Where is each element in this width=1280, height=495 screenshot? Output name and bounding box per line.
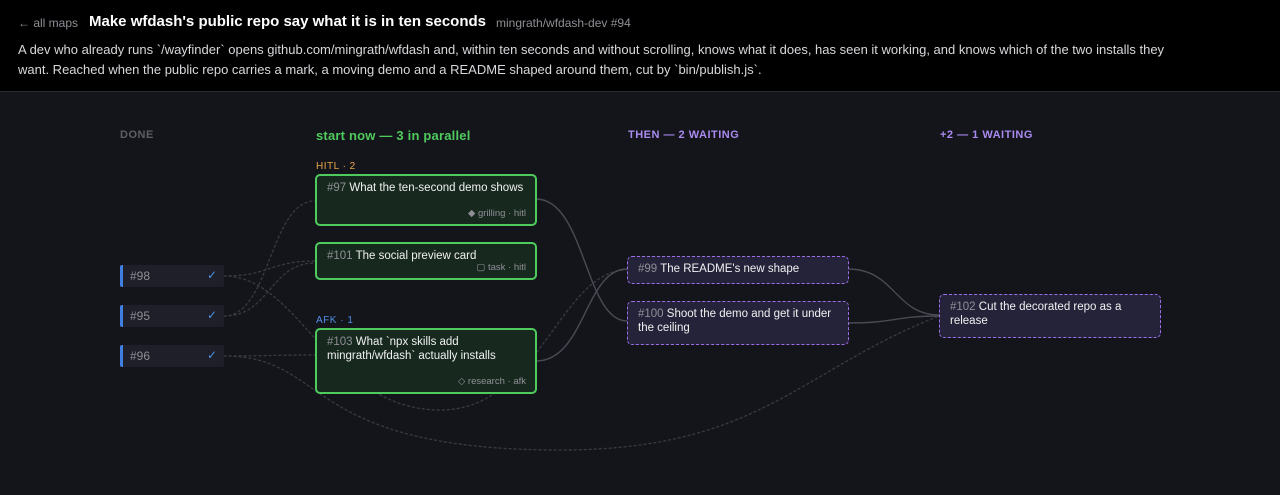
- edge-103-to-99: [535, 268, 628, 362]
- check-icon: ✓: [206, 268, 217, 282]
- edge-98-to-101: [223, 260, 316, 277]
- issue-number: #97: [327, 182, 347, 194]
- column-header-done: DONE: [120, 129, 154, 141]
- issue-card-100[interactable]: #100 Shoot the demo and get it under the…: [627, 301, 849, 345]
- issue-card-101[interactable]: #101 The social preview card ▢ task · hi…: [315, 242, 537, 280]
- group-label-hitl: HITL · 2: [316, 161, 356, 172]
- issue-number: #102: [950, 301, 976, 313]
- edge-96-to-103: [223, 354, 316, 357]
- issue-number: #99: [638, 263, 658, 275]
- goal-description: A dev who already runs `/wayfinder` open…: [18, 42, 1165, 77]
- done-item-95[interactable]: #95 ✓: [120, 305, 224, 327]
- check-icon: ✓: [206, 308, 217, 322]
- page-title: Make wfdash's public repo say what it is…: [89, 13, 487, 30]
- done-item-98[interactable]: #98 ✓: [120, 265, 224, 287]
- issue-card-99[interactable]: #99 The README's new shape: [627, 256, 849, 284]
- issue-meta: ▢ task · hitl: [476, 262, 526, 273]
- issue-title: Shoot the demo and get it under the ceil…: [638, 308, 832, 334]
- group-label-afk: AFK · 1: [316, 315, 354, 326]
- column-header-then: THEN — 2 WAITING: [628, 129, 740, 141]
- issue-number: #100: [638, 308, 664, 320]
- edge-100-to-102: [847, 315, 940, 324]
- issue-number: #95: [130, 309, 151, 323]
- issue-number: #103: [327, 336, 353, 348]
- issue-number: #96: [130, 349, 151, 363]
- issue-title: Cut the decorated repo as a release: [950, 301, 1122, 327]
- issue-meta: ◇ research · afk: [457, 376, 526, 387]
- issue-card-102[interactable]: #102 Cut the decorated repo as a release: [939, 294, 1161, 338]
- back-link[interactable]: ← all maps: [18, 16, 79, 30]
- repo-reference[interactable]: mingrath/wfdash-dev #94: [496, 16, 631, 30]
- issue-title: The README's new shape: [660, 263, 800, 275]
- header: ← all maps Make wfdash's public repo say…: [0, 0, 1280, 92]
- issue-title: The social preview card: [355, 250, 477, 262]
- check-icon: ✓: [206, 348, 217, 362]
- done-item-96[interactable]: #96 ✓: [120, 345, 224, 367]
- issue-number: #101: [327, 250, 353, 262]
- issue-number: #98: [130, 269, 151, 283]
- column-header-start-now: start now — 3 in parallel: [316, 128, 471, 143]
- edge-95-to-97: [223, 200, 316, 317]
- edge-95-to-101: [223, 262, 316, 317]
- edge-99-to-102: [847, 268, 940, 316]
- issue-card-103[interactable]: #103 What `npx skills add mingrath/wfdas…: [315, 328, 537, 394]
- issue-card-97[interactable]: #97 What the ten-second demo shows ◆ gri…: [315, 174, 537, 226]
- edge-97-to-100: [535, 198, 628, 322]
- issue-title: What `npx skills add mingrath/wfdash` ac…: [327, 336, 496, 362]
- issue-title: What the ten-second demo shows: [349, 182, 524, 194]
- issue-meta: ◆ grilling · hitl: [468, 208, 526, 219]
- column-header-later: +2 — 1 WAITING: [940, 129, 1033, 141]
